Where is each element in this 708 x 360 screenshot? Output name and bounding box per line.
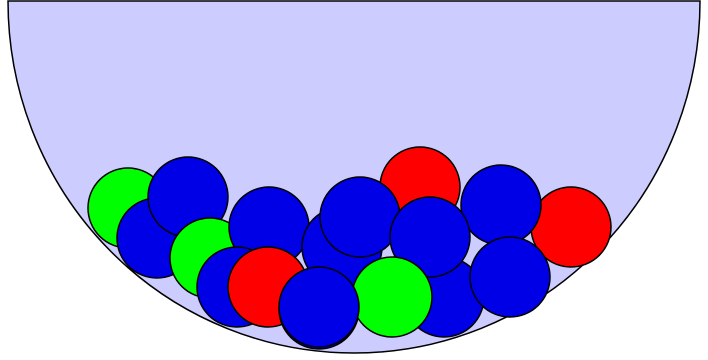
blue-ball (278, 266, 360, 348)
green-ball (351, 256, 433, 338)
blue-ball (389, 196, 471, 278)
blue-ball (460, 164, 542, 246)
balls-group (87, 146, 612, 350)
blue-ball (469, 236, 551, 318)
blue-ball (319, 176, 401, 258)
